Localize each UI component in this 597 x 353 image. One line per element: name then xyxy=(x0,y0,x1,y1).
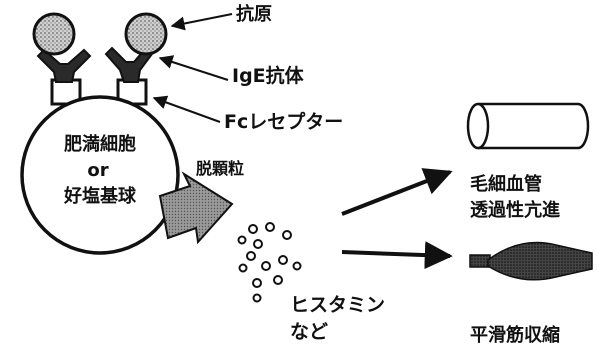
mast-cell-circle xyxy=(20,95,180,255)
antigen-pointer xyxy=(170,13,233,31)
ige-label: IgE抗体 xyxy=(232,64,305,87)
cell-label-line1: 肥満細胞 xyxy=(63,133,136,155)
left-receptor-complex xyxy=(32,12,92,106)
right-ige-antibody xyxy=(104,46,154,83)
arrow-to-capillary xyxy=(341,168,453,216)
capillary-label-line2: 透過性亢進 xyxy=(470,199,560,221)
right-antigen-icon xyxy=(124,12,168,56)
cell-label-line2: or xyxy=(87,160,108,181)
cell-label-line3: 好塩基球 xyxy=(63,185,137,207)
degranulation-label: 脱顆粒 xyxy=(196,159,244,178)
cylinder-tube-icon xyxy=(466,102,590,150)
right-receptor-complex xyxy=(104,12,168,106)
left-antigen-icon xyxy=(32,12,76,56)
granule-dots-icon xyxy=(237,222,302,303)
fc-label: Fcレセプター xyxy=(224,110,343,133)
capillary-label-line1: 毛細血管 xyxy=(470,173,542,195)
contracted-muscle-icon xyxy=(469,241,593,281)
left-ige-antibody xyxy=(36,48,92,83)
ige-pointer xyxy=(158,55,229,81)
antigen-label: 抗原 xyxy=(236,3,272,25)
histamine-label-line1: ヒスタミン xyxy=(290,294,385,316)
histamine-label-line2: など xyxy=(290,321,328,343)
smooth-muscle-label: 平滑筋収縮 xyxy=(470,324,560,346)
degranulation-arrow xyxy=(158,171,234,245)
arrow-to-smooth-muscle xyxy=(341,241,453,270)
fc-pointer xyxy=(152,95,221,123)
